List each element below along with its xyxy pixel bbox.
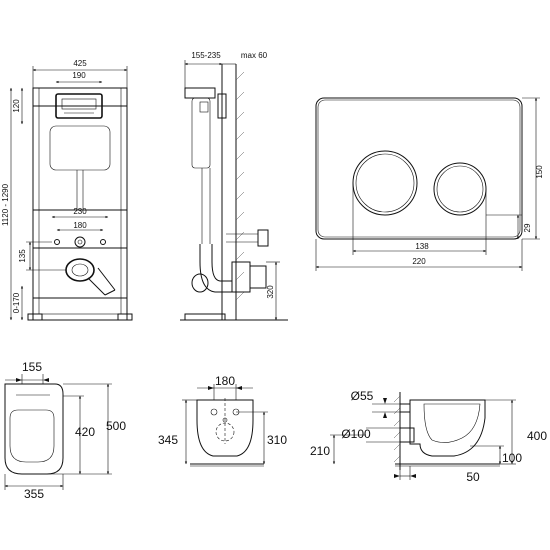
dim-back-width: 180 (215, 374, 235, 388)
dim-side-depth: 50 (466, 470, 480, 484)
toilet-seat-opening (9, 409, 55, 463)
dim-side-offset: 100 (502, 451, 522, 465)
dim-back-height-inner: 310 (267, 433, 287, 447)
dim-outlet-height: 320 (266, 285, 275, 299)
dim-frame-height: 1120 - 1290 (1, 183, 10, 226)
dim-diameter-55: Ø55 (351, 389, 374, 403)
dim-toilet-length: 500 (106, 419, 126, 433)
flush-button-small (433, 162, 487, 216)
toilet-top-view: 155 420 500 355 (4, 360, 126, 501)
actuator-opening (55, 93, 103, 119)
dim-plate-height: 150 (535, 165, 544, 179)
dim-toilet-inner-length: 420 (75, 425, 95, 439)
dim-actuator-height: 120 (12, 99, 21, 113)
water-inlet (74, 236, 86, 248)
toilet-side-view: Ø55 Ø100 210 400 100 50 (310, 389, 547, 484)
frame-front-view: 425 190 120 1120 - 1290 230 180 135 0-17… (1, 59, 133, 321)
dim-toilet-top-width: 155 (22, 360, 42, 374)
dim-diameter-100: Ø100 (341, 427, 371, 441)
frame-outline (32, 87, 128, 321)
dim-side-height-right: 400 (527, 429, 547, 443)
dim-side-height: 210 (310, 444, 330, 458)
cistern-side (191, 97, 211, 169)
dim-pipe-height: 135 (18, 249, 27, 263)
flush-plate-view: 150 29 138 220 (315, 97, 544, 271)
dim-pipe-spacing-inner: 180 (73, 221, 87, 230)
wall-hatch (235, 71, 245, 301)
outlet-pipe (65, 258, 95, 282)
bolt-hole-right (100, 239, 106, 245)
dim-pipe-spacing: 230 (73, 207, 87, 216)
dim-back-height-outer: 345 (158, 433, 178, 447)
dim-foot-height: 0-170 (12, 292, 21, 313)
drain-bend (199, 244, 232, 293)
frame-side-view: 155-235 max 60 320 (180, 51, 288, 321)
dim-plate-width: 220 (412, 257, 426, 266)
dim-button-span: 138 (415, 242, 429, 251)
dim-frame-width: 425 (73, 59, 87, 68)
toilet-bowl-back (196, 399, 254, 457)
toilet-bowl-top (4, 383, 64, 475)
dim-button-offset: 29 (523, 223, 532, 232)
toilet-bowl-side (409, 399, 486, 457)
bolt-hole-left (54, 239, 60, 245)
dim-toilet-width: 355 (24, 487, 44, 501)
frame-inner-outline (38, 87, 122, 315)
flush-plate (315, 97, 523, 240)
toilet-back-view: 180 345 310 (158, 374, 287, 467)
dim-frame-depth: 155-235 (191, 51, 221, 60)
flush-button-large (352, 150, 418, 216)
side-wall-hatch (393, 395, 401, 463)
dim-max-depth: max 60 (241, 51, 268, 60)
dim-actuator-width: 190 (72, 71, 86, 80)
cistern (49, 125, 111, 171)
